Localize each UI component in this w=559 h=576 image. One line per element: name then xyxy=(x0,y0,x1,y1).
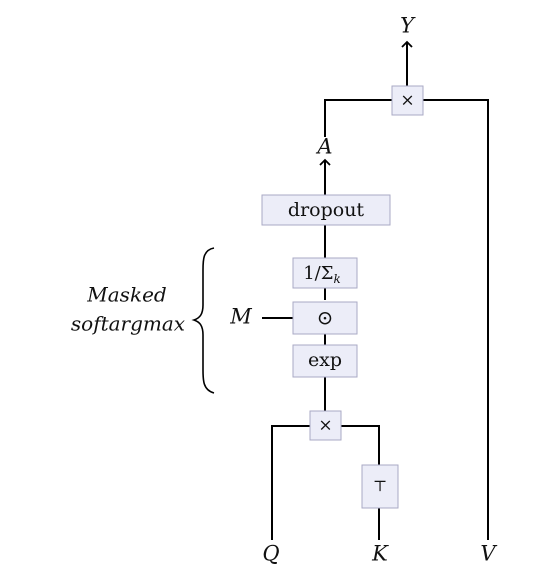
label-a: A xyxy=(315,135,332,159)
transpose-symbol: ⊤ xyxy=(373,477,387,495)
normalize-box: 1/Σk xyxy=(292,257,358,289)
wire-q xyxy=(271,425,310,540)
multiply-output-symbol: × xyxy=(400,91,414,111)
wire-transpose-to-mult xyxy=(341,425,380,465)
label-m: M xyxy=(229,305,252,329)
brace xyxy=(191,247,215,394)
normalize-label: 1/Σk xyxy=(303,263,341,286)
mask-product-symbol: ⊙ xyxy=(317,306,334,330)
label-v: V xyxy=(480,542,497,566)
dropout-label: dropout xyxy=(288,199,365,221)
dropout-box: dropout xyxy=(261,194,391,226)
label-k: K xyxy=(371,542,389,566)
wires xyxy=(262,40,489,540)
multiply-qk-symbol: × xyxy=(318,416,332,436)
brace-label-line1: Masked xyxy=(86,283,166,307)
transpose-box: ⊤ xyxy=(361,464,399,509)
mask-product-box: ⊙ xyxy=(292,301,358,335)
brace-label-line2: softargmax xyxy=(71,312,185,336)
multiply-qk-box: × xyxy=(309,410,342,441)
multiply-output-box: × xyxy=(391,85,424,116)
exp-label: exp xyxy=(308,349,342,371)
wire-v xyxy=(423,99,489,540)
label-y: Y xyxy=(400,14,416,38)
wire-a-to-multiply xyxy=(324,99,392,137)
exp-box: exp xyxy=(292,344,358,378)
label-q: Q xyxy=(262,542,279,566)
